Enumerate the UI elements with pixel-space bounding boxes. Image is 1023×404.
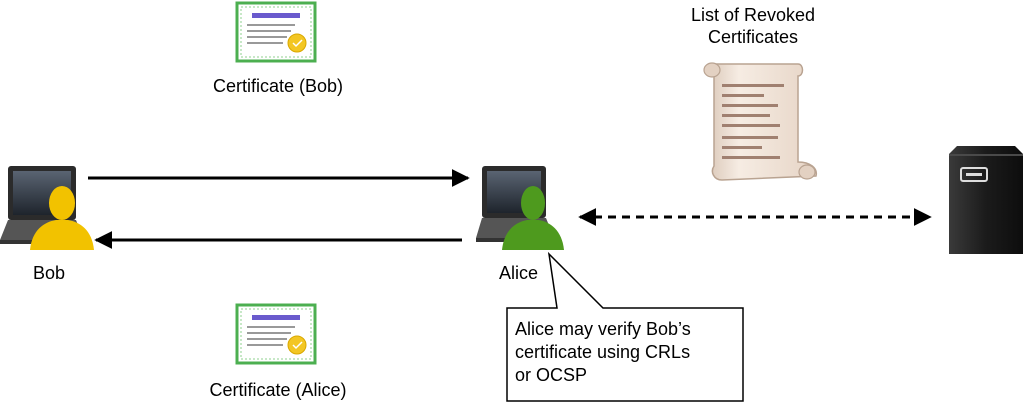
user-icon: [30, 186, 94, 250]
callout-line-2: certificate using CRLs: [515, 342, 691, 362]
crl-title-line-1: List of Revoked: [690, 5, 816, 25]
bob-label: Bob: [33, 263, 66, 283]
user-icon: [502, 186, 564, 250]
crl-title-line-2: Certificates: [707, 27, 799, 47]
alice-label: Alice: [499, 263, 539, 283]
certificate-bob-label: Certificate (Bob): [212, 76, 344, 96]
server-icon: [949, 146, 1023, 254]
scroll-icon: [703, 62, 818, 181]
callout-line-1: Alice may verify Bob’s: [515, 319, 691, 339]
certificate-icon: [235, 303, 317, 365]
certificate-alice-label: Certificate (Alice): [209, 380, 347, 400]
callout-box: [506, 251, 744, 402]
callout-line-3: or OCSP: [515, 365, 588, 385]
callout-text: Alice may verify Bob’s certificate using…: [515, 318, 739, 387]
certificate-icon: [235, 1, 317, 63]
